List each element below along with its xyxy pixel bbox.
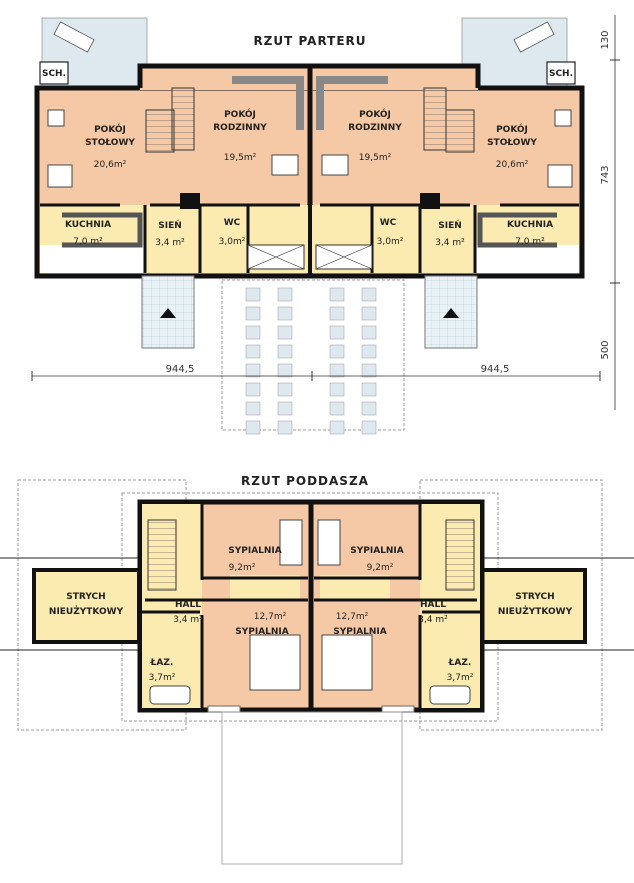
paver-block xyxy=(361,401,377,416)
bed-icon xyxy=(249,634,301,691)
paver-block xyxy=(277,382,293,397)
bath-label-right: ŁAZ. xyxy=(448,658,472,668)
paver-block xyxy=(361,287,377,302)
paver-block xyxy=(245,363,261,378)
wc-area-left: 3,0m² xyxy=(219,237,246,247)
paver-block xyxy=(329,363,345,378)
living-label-2-right: RODZINNY xyxy=(348,123,402,133)
bedroom-large-area-right: 12,7m² xyxy=(336,612,369,622)
paver-block xyxy=(245,344,261,359)
paver-block xyxy=(329,344,345,359)
paver-block xyxy=(277,306,293,321)
bedroom-small-label-left: SYPIALNIA xyxy=(228,546,282,556)
paver-block xyxy=(329,401,345,416)
wc-label-right: WC xyxy=(380,218,397,228)
storage-label-2-left: NIEUŻYTKOWY xyxy=(49,606,124,617)
attic-hall-label-right: HALL xyxy=(420,600,446,610)
bathtub-icon xyxy=(149,685,191,705)
attic-floor-title: RZUT PODDASZA xyxy=(241,474,369,488)
hall-area-right: 3,4 m² xyxy=(435,238,465,248)
paver-block xyxy=(245,287,261,302)
living-label-1-right: POKÓJ xyxy=(359,108,391,120)
paver-block xyxy=(277,401,293,416)
attic-hall-area-right: 3,4 m² xyxy=(418,615,448,625)
paver-block xyxy=(277,287,293,302)
bed-icon xyxy=(321,634,373,691)
hall-area-left: 3,4 m² xyxy=(155,238,185,248)
hall-label-right: SIEŃ xyxy=(438,219,462,231)
paver-block xyxy=(245,420,261,435)
paver-block xyxy=(245,401,261,416)
paver-block xyxy=(277,325,293,340)
dining-label-1-left: POKÓJ xyxy=(94,123,126,135)
kitchen-label-right: KUCHNIA xyxy=(507,220,553,230)
storage-label-2-right: NIEUŻYTKOWY xyxy=(498,606,573,617)
living-area-left: 19,5m² xyxy=(224,153,257,163)
paver-block xyxy=(277,344,293,359)
dim-left-width: 944,5 xyxy=(166,364,195,375)
dining-area-left: 20,6m² xyxy=(94,160,127,170)
kitchen-area-right: 7,0 m² xyxy=(515,237,545,247)
bath-area-right: 3,7m² xyxy=(447,673,474,683)
sch-label-left: SCH. xyxy=(42,69,66,79)
driveway xyxy=(221,279,405,431)
paver-block xyxy=(329,382,345,397)
dining-area-right: 20,6m² xyxy=(496,160,529,170)
dining-label-2-right: STOŁOWY xyxy=(487,138,537,148)
dim-mid: 743 xyxy=(600,165,611,184)
sunbed-icon xyxy=(53,21,555,53)
kitchen-area-left: 7,0 m² xyxy=(73,237,103,247)
paver-block xyxy=(277,363,293,378)
paver-block xyxy=(245,306,261,321)
bedroom-small-area-left: 9,2m² xyxy=(229,563,256,573)
dim-bottom: 500 xyxy=(600,340,611,359)
attic-storage-left xyxy=(32,568,141,644)
hall-label-left: SIEŃ xyxy=(158,219,182,231)
bath-area-left: 3,7m² xyxy=(149,673,176,683)
attic-hall-label-left: HALL xyxy=(175,600,201,610)
wc-label-left: WC xyxy=(224,218,241,228)
bedroom-large-label-left: SYPIALNIA xyxy=(235,627,289,637)
paver-block xyxy=(361,325,377,340)
storage-label-1-left: STRYCH xyxy=(66,592,105,602)
dim-right-width: 944,5 xyxy=(481,364,510,375)
paver-block xyxy=(329,325,345,340)
bath-label-left: ŁAZ. xyxy=(150,658,174,668)
dining-label-2-left: STOŁOWY xyxy=(85,138,135,148)
paver-block xyxy=(361,382,377,397)
dim-top: 130 xyxy=(600,30,611,49)
bedroom-small-label-right: SYPIALNIA xyxy=(350,546,404,556)
paver-block xyxy=(361,306,377,321)
arrow-up-icon xyxy=(443,308,459,318)
living-label-2-left: RODZINNY xyxy=(213,123,267,133)
attic-hall-area-left: 3,4 m² xyxy=(173,615,203,625)
bathtub-icon xyxy=(429,685,471,705)
attic-storage-right xyxy=(480,568,587,644)
wc-area-right: 3,0m² xyxy=(377,237,404,247)
paver-block xyxy=(277,420,293,435)
paver-block xyxy=(361,363,377,378)
paver-block xyxy=(329,306,345,321)
bedroom-large-area-left: 12,7m² xyxy=(254,612,287,622)
ground-floor-title: RZUT PARTERU xyxy=(253,34,366,48)
paver-block xyxy=(361,344,377,359)
sch-label-right: SCH. xyxy=(549,69,573,79)
paver-block xyxy=(245,325,261,340)
paver-block xyxy=(245,382,261,397)
living-area-right: 19,5m² xyxy=(359,153,392,163)
living-label-1-left: POKÓJ xyxy=(224,108,256,120)
kitchen-label-left: KUCHNIA xyxy=(65,220,111,230)
paver-block xyxy=(361,420,377,435)
storage-label-1-right: STRYCH xyxy=(515,592,554,602)
arrow-up-icon xyxy=(160,308,176,318)
paver-block xyxy=(329,287,345,302)
dining-label-1-right: POKÓJ xyxy=(496,123,528,135)
bedroom-small-area-right: 9,2m² xyxy=(367,563,394,573)
bedroom-large-label-right: SYPIALNIA xyxy=(333,627,387,637)
paver-block xyxy=(329,420,345,435)
